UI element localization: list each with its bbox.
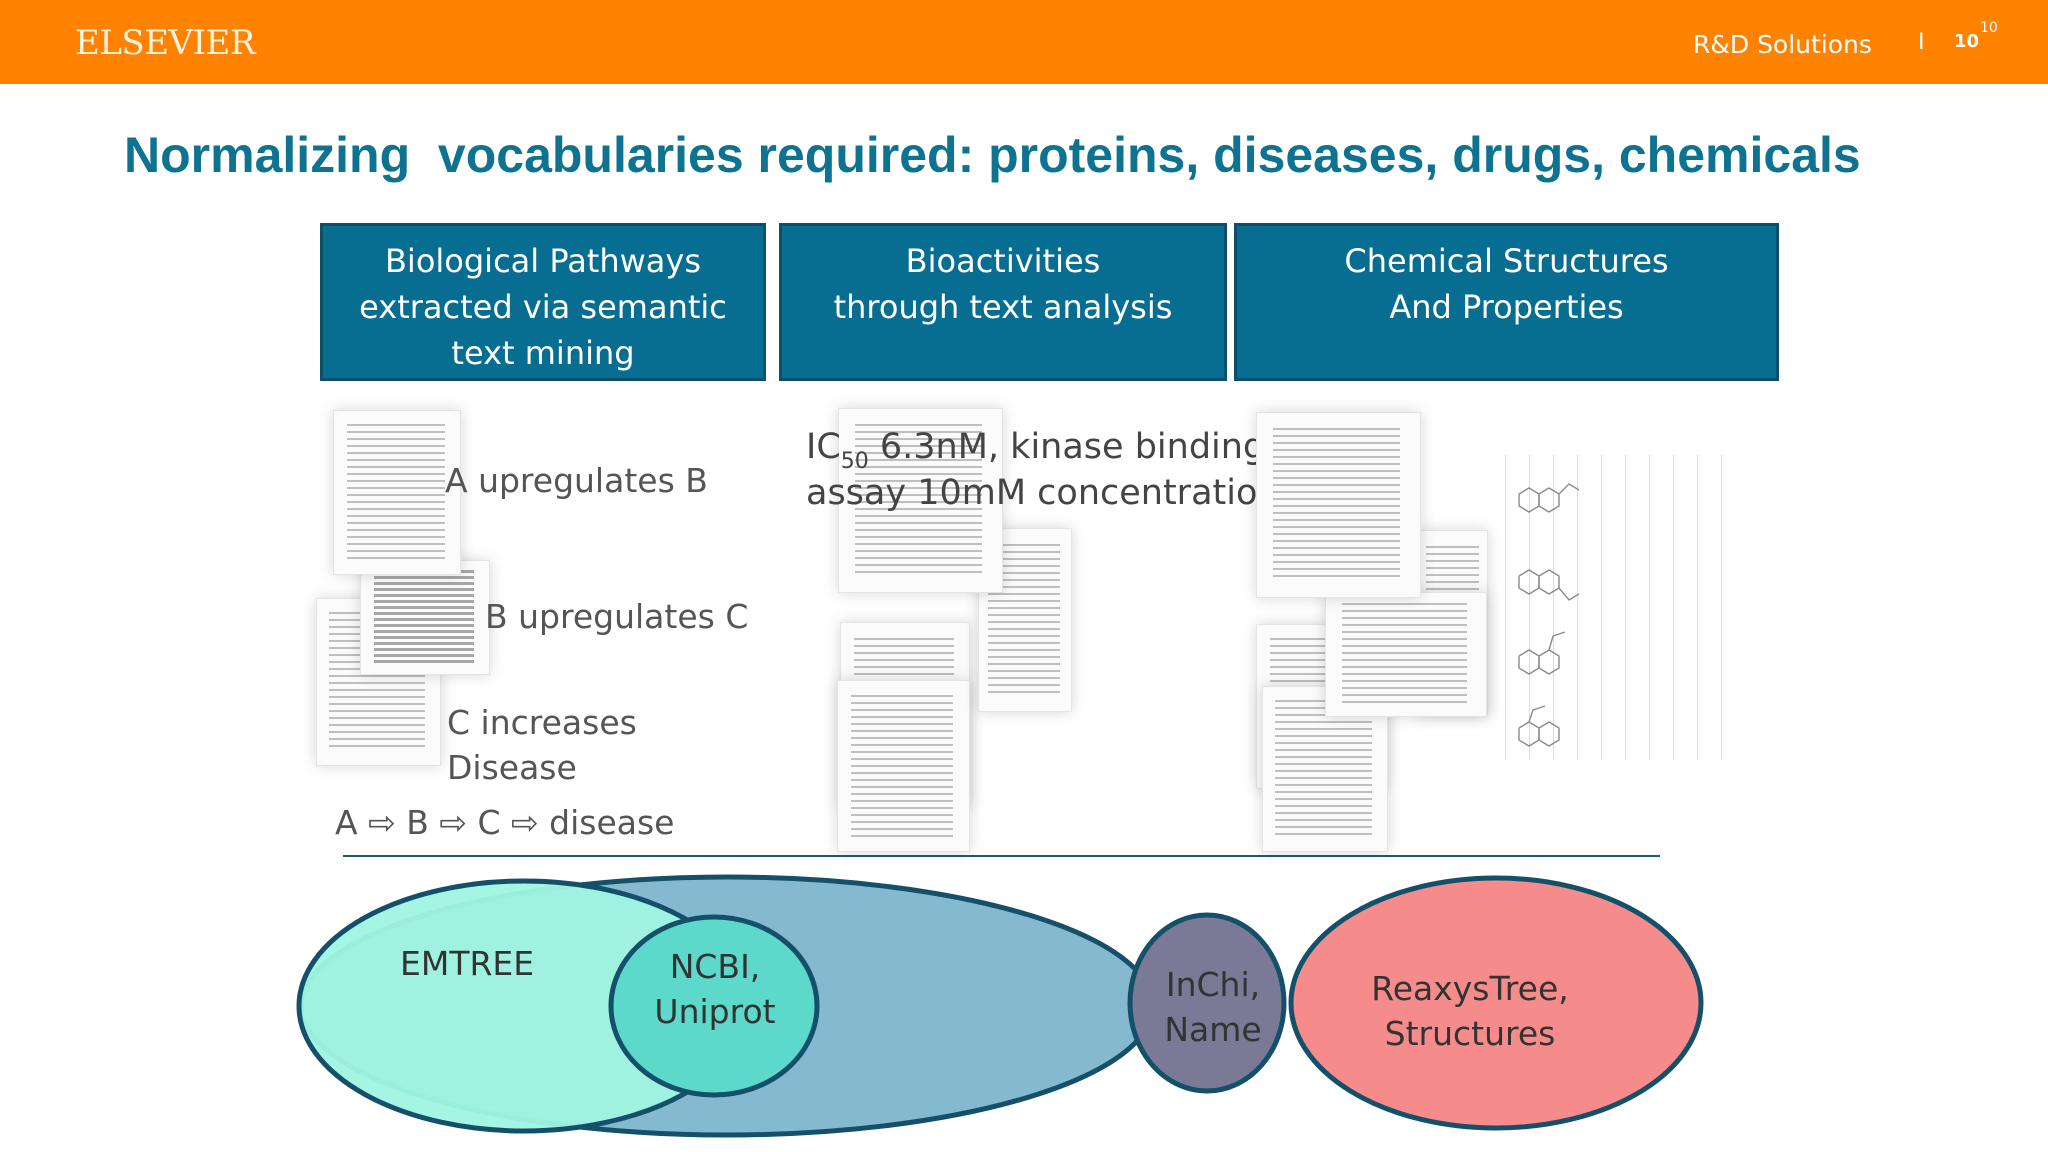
column-header-line: And Properties [1389, 288, 1624, 326]
venn-label-inchi: InChi, [1165, 965, 1261, 1004]
bioactivity-value: 6.3nM, kinase binding [868, 427, 1266, 467]
page-number-small: 10 [1980, 20, 1998, 36]
column-header-line: extracted via semantic [359, 288, 727, 326]
division-label: R&D Solutions [1693, 30, 1872, 59]
venn-right-overlap [1127, 912, 1287, 1094]
pathway-label-a-b: A upregulates B [445, 461, 708, 500]
slide-title: Normalizing vocabularies required: prote… [124, 127, 1861, 183]
venn-label-structures: Structures [1384, 1014, 1556, 1053]
column-header-line: Bioactivities [905, 242, 1101, 280]
column-header-bioactivities: Bioactivities through text analysis [779, 223, 1227, 381]
pathway-label-b-c: B upregulates C [485, 597, 749, 636]
document-thumbnail [333, 410, 461, 575]
bioactivity-line-2: assay 10mM concentration [806, 473, 1280, 513]
document-thumbnail [360, 560, 490, 675]
patent-thumbnail [1256, 412, 1421, 598]
column-header-line: through text analysis [833, 288, 1173, 326]
bioactivity-line-1: IC50 6.3nM, kinase binding [806, 424, 1265, 485]
header-bar: ELSEVIER R&D Solutions I 10 10 [0, 0, 2048, 84]
column-header-chemical-structures: Chemical Structures And Properties [1234, 223, 1779, 381]
pathway-label-disease: Disease [447, 748, 577, 787]
venn-label-name: Name [1164, 1010, 1262, 1049]
structure-table [1505, 455, 1737, 760]
divider-line [343, 855, 1660, 857]
venn-label-emtree: EMTREE [400, 944, 535, 983]
venn-label-reaxystree: ReaxysTree, [1371, 969, 1569, 1008]
pathway-label-c-disease: C increases [447, 703, 637, 742]
patent-thumbnail [838, 408, 1003, 593]
venn-left-overlap [608, 914, 820, 1098]
column-header-line: Chemical Structures [1344, 242, 1669, 280]
ic-subscript: 50 [840, 449, 869, 474]
elsevier-logo: ELSEVIER [75, 23, 255, 63]
document-thumbnail [837, 680, 970, 852]
ic-text: IC [806, 427, 841, 467]
molecule-structures [1518, 483, 1580, 747]
header-separator: I [1918, 30, 1925, 55]
column-header-line: text mining [451, 334, 635, 372]
column-header-line: Biological Pathways [384, 242, 702, 280]
column-header-pathways: Biological Pathways extracted via semant… [320, 223, 766, 381]
document-thumbnail [1325, 592, 1487, 717]
venn-right-ellipse [1288, 875, 1704, 1131]
venn-label-uniprot: Uniprot [654, 992, 776, 1031]
page-number: 10 [1954, 31, 1980, 52]
pathway-chain: A ⇨ B ⇨ C ⇨ disease [335, 803, 675, 842]
venn-label-ncbi: NCBI, [669, 947, 761, 986]
